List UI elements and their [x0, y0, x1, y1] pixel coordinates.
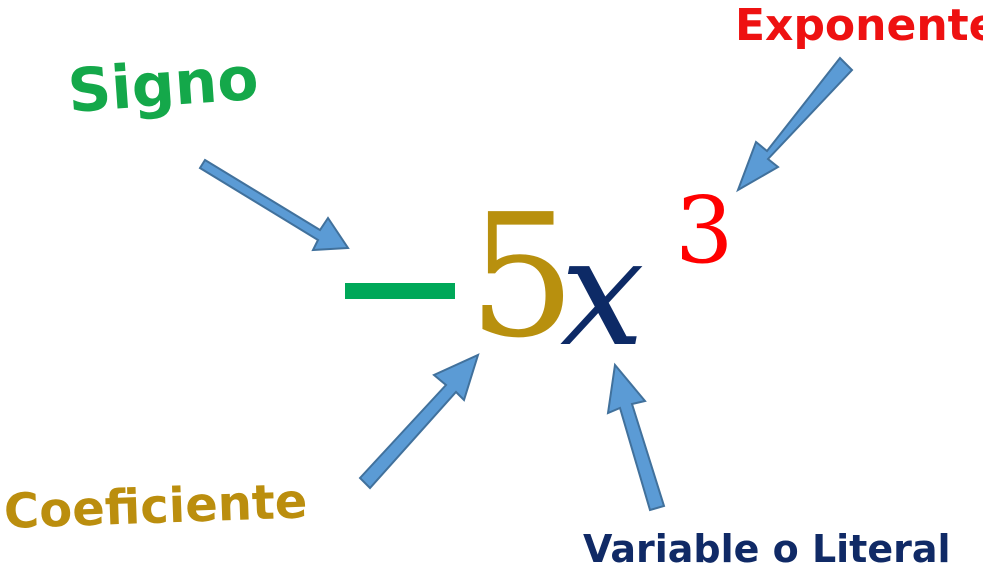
arrow-signo	[198, 158, 350, 252]
minus-sign	[345, 283, 455, 299]
arrow-coeficiente	[358, 353, 480, 490]
variable-value: x	[560, 206, 645, 380]
arrow-variable	[606, 362, 666, 512]
signo-label: Signo	[65, 43, 261, 127]
exponente-label: Exponente	[735, 0, 983, 51]
coefficient-value: 5	[468, 178, 577, 376]
variable-label: Variable o Literal	[583, 527, 951, 571]
arrow-exponente	[736, 56, 854, 193]
coeficiente-label: Coeficiente	[3, 473, 309, 540]
exponent-value: 3	[675, 177, 734, 284]
